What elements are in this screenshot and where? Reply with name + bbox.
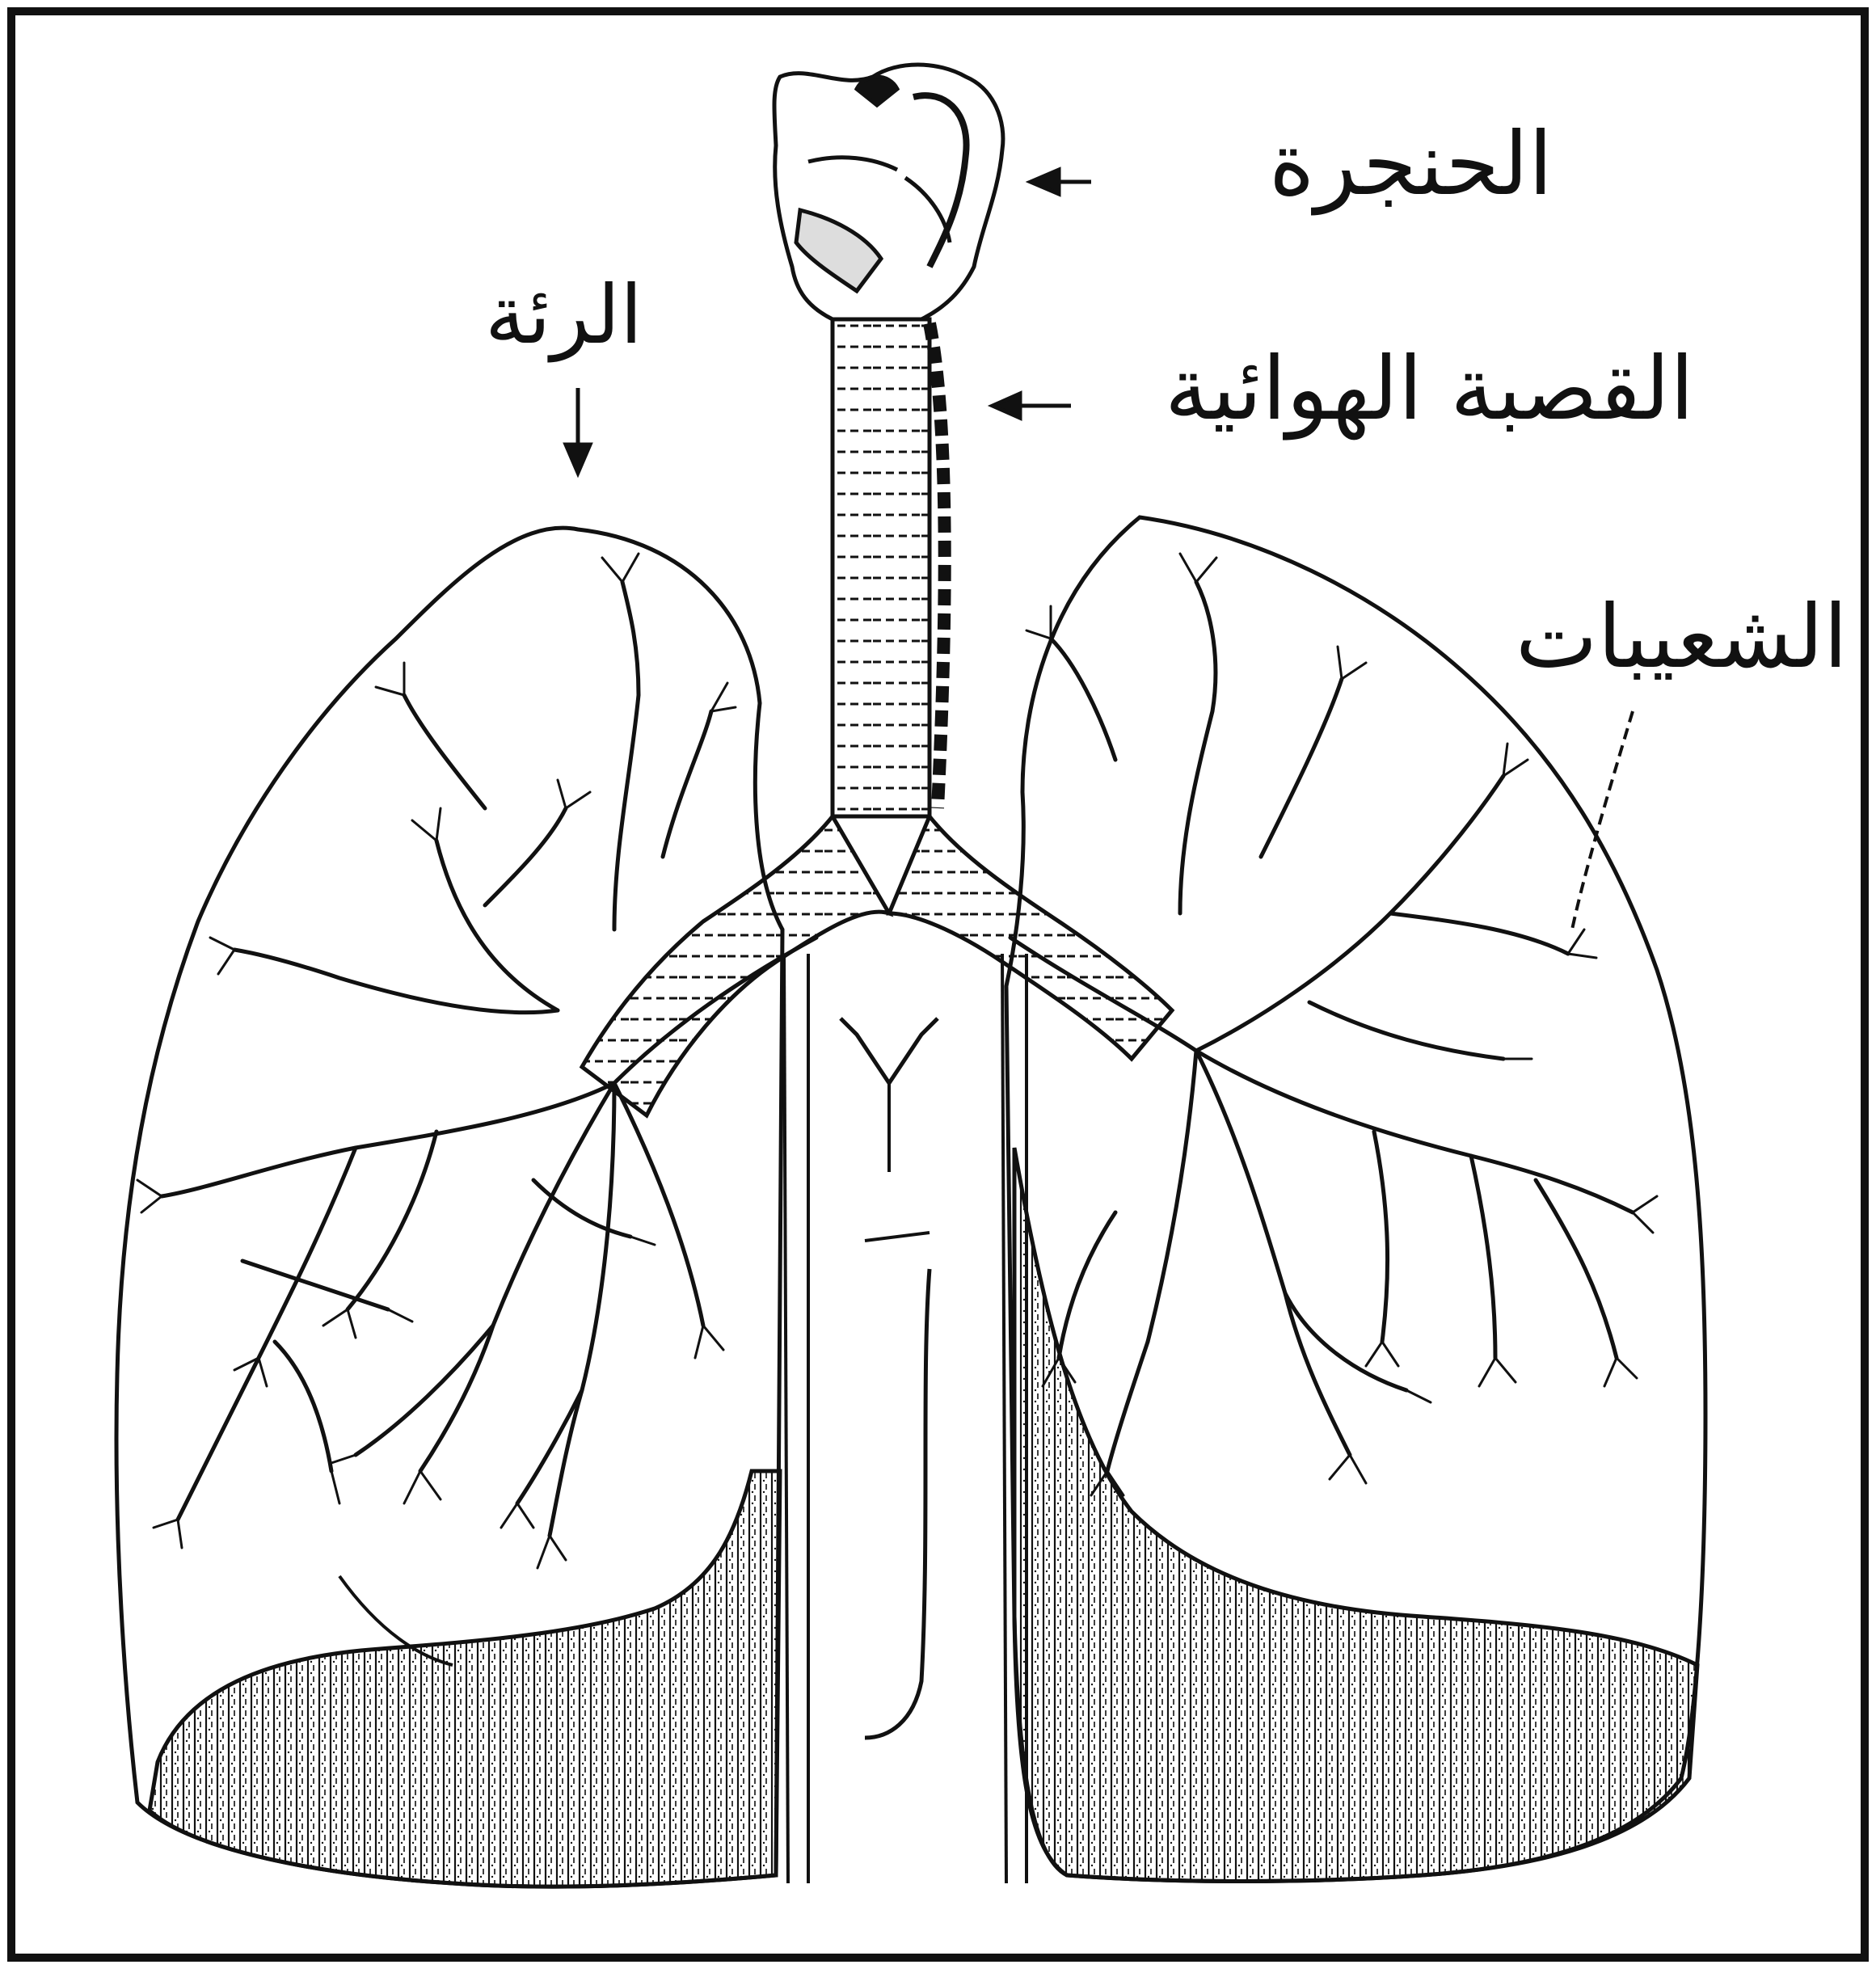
left-bronchial-tree (162, 582, 816, 1536)
bronchioles-label: الشعيبات (1516, 594, 1848, 681)
left-lung-base (150, 1471, 780, 1887)
larynx (774, 65, 1003, 319)
left-lung (116, 528, 816, 1887)
trachea-label: القصبة الهوائية (1165, 346, 1694, 433)
arrows (566, 170, 1633, 930)
main-bronchi (582, 816, 1172, 1115)
larynx-arrow (1031, 170, 1091, 194)
lung-label: الرئة (485, 275, 643, 356)
right-lung (1006, 517, 1705, 1882)
bronchioles-pointer (1572, 711, 1633, 930)
lung-arrow (566, 388, 590, 473)
central-tube (784, 954, 1027, 1883)
larynx-label: الحنجرة (1269, 121, 1553, 209)
trachea-arrow (993, 394, 1071, 418)
trachea (833, 319, 945, 816)
right-lung-base (1014, 1148, 1697, 1882)
